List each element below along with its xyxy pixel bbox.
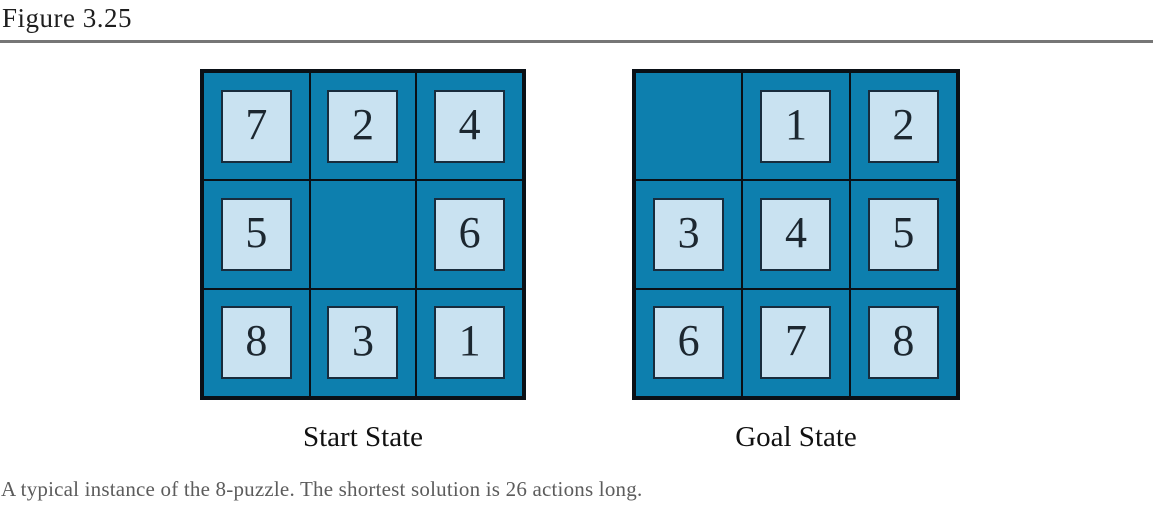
goal-cell-3: 3 bbox=[635, 180, 743, 289]
goal-state-label: Goal State bbox=[735, 421, 857, 453]
start-cell-5: 6 bbox=[416, 180, 523, 289]
goal-state-board: 1 2 3 4 5 6 7 8 bbox=[632, 69, 960, 400]
puzzle-tile: 4 bbox=[434, 89, 506, 163]
puzzle-tile: 1 bbox=[760, 89, 832, 163]
puzzle-tile: 6 bbox=[434, 197, 506, 271]
goal-cell-4: 4 bbox=[742, 180, 850, 289]
puzzle-tile: 8 bbox=[220, 306, 292, 380]
goal-cell-6: 6 bbox=[635, 288, 743, 397]
puzzle-tile: 1 bbox=[434, 306, 506, 380]
goal-cell-0-blank bbox=[635, 72, 743, 181]
start-cell-1: 2 bbox=[309, 72, 417, 181]
start-state-board: 7 2 4 5 6 8 3 1 bbox=[200, 69, 526, 400]
start-cell-0: 7 bbox=[203, 72, 310, 181]
puzzle-tile: 4 bbox=[760, 197, 832, 271]
goal-cell-5: 5 bbox=[849, 180, 957, 289]
start-cell-8: 1 bbox=[416, 288, 523, 397]
puzzle-tile: 7 bbox=[220, 89, 292, 163]
start-cell-2: 4 bbox=[416, 72, 523, 181]
goal-cell-1: 1 bbox=[742, 72, 850, 181]
start-state-label: Start State bbox=[302, 421, 423, 453]
puzzle-tile: 5 bbox=[867, 197, 939, 271]
puzzle-tile: 3 bbox=[653, 197, 725, 271]
puzzle-tile: 7 bbox=[760, 306, 832, 380]
figure-label: Figure 3.25 bbox=[2, 3, 132, 33]
goal-cell-7: 7 bbox=[742, 288, 850, 397]
puzzle-tile: 2 bbox=[867, 89, 939, 163]
puzzle-tile: 5 bbox=[220, 197, 292, 271]
divider-rule bbox=[0, 40, 1153, 43]
puzzle-tile: 6 bbox=[653, 306, 725, 380]
start-cell-3: 5 bbox=[203, 180, 310, 289]
start-cell-6: 8 bbox=[203, 288, 310, 397]
puzzle-tile: 3 bbox=[327, 306, 399, 380]
start-cell-4-blank bbox=[309, 180, 417, 289]
figure-caption: A typical instance of the 8-puzzle. The … bbox=[1, 477, 643, 501]
puzzle-tile: 8 bbox=[867, 306, 939, 380]
goal-cell-8: 8 bbox=[849, 288, 957, 397]
goal-cell-2: 2 bbox=[849, 72, 957, 181]
puzzle-tile: 2 bbox=[327, 89, 399, 163]
start-cell-7: 3 bbox=[309, 288, 417, 397]
